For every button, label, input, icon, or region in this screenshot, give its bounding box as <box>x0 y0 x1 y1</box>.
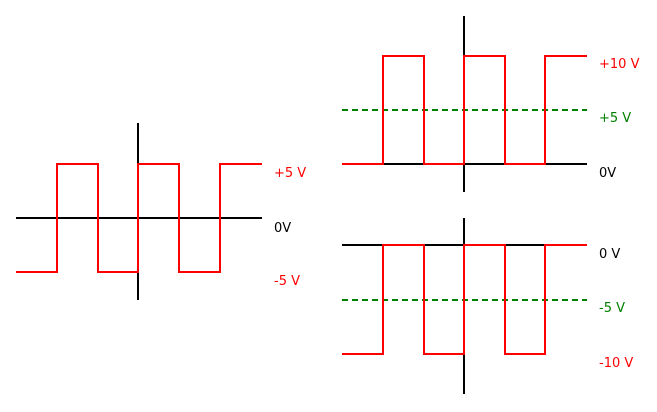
label-high: +5 V <box>274 166 306 181</box>
panel-negative-offset: 0 V -5 V -10 V <box>342 218 633 394</box>
square-wave <box>342 244 587 355</box>
panel-bipolar: +5 V 0V -5 V <box>16 123 306 300</box>
label-average: +5 V <box>599 111 631 126</box>
square-wave <box>16 163 262 273</box>
panel-positive-offset: +10 V +5 V 0V <box>342 16 640 192</box>
square-wave <box>342 55 587 165</box>
label-average: -5 V <box>599 301 625 316</box>
label-low: -5 V <box>274 274 300 289</box>
label-low: -10 V <box>599 356 633 371</box>
label-zero: 0V <box>599 166 616 181</box>
label-high: +10 V <box>599 57 640 72</box>
label-zero: 0V <box>274 221 291 236</box>
label-zero: 0 V <box>599 247 620 262</box>
